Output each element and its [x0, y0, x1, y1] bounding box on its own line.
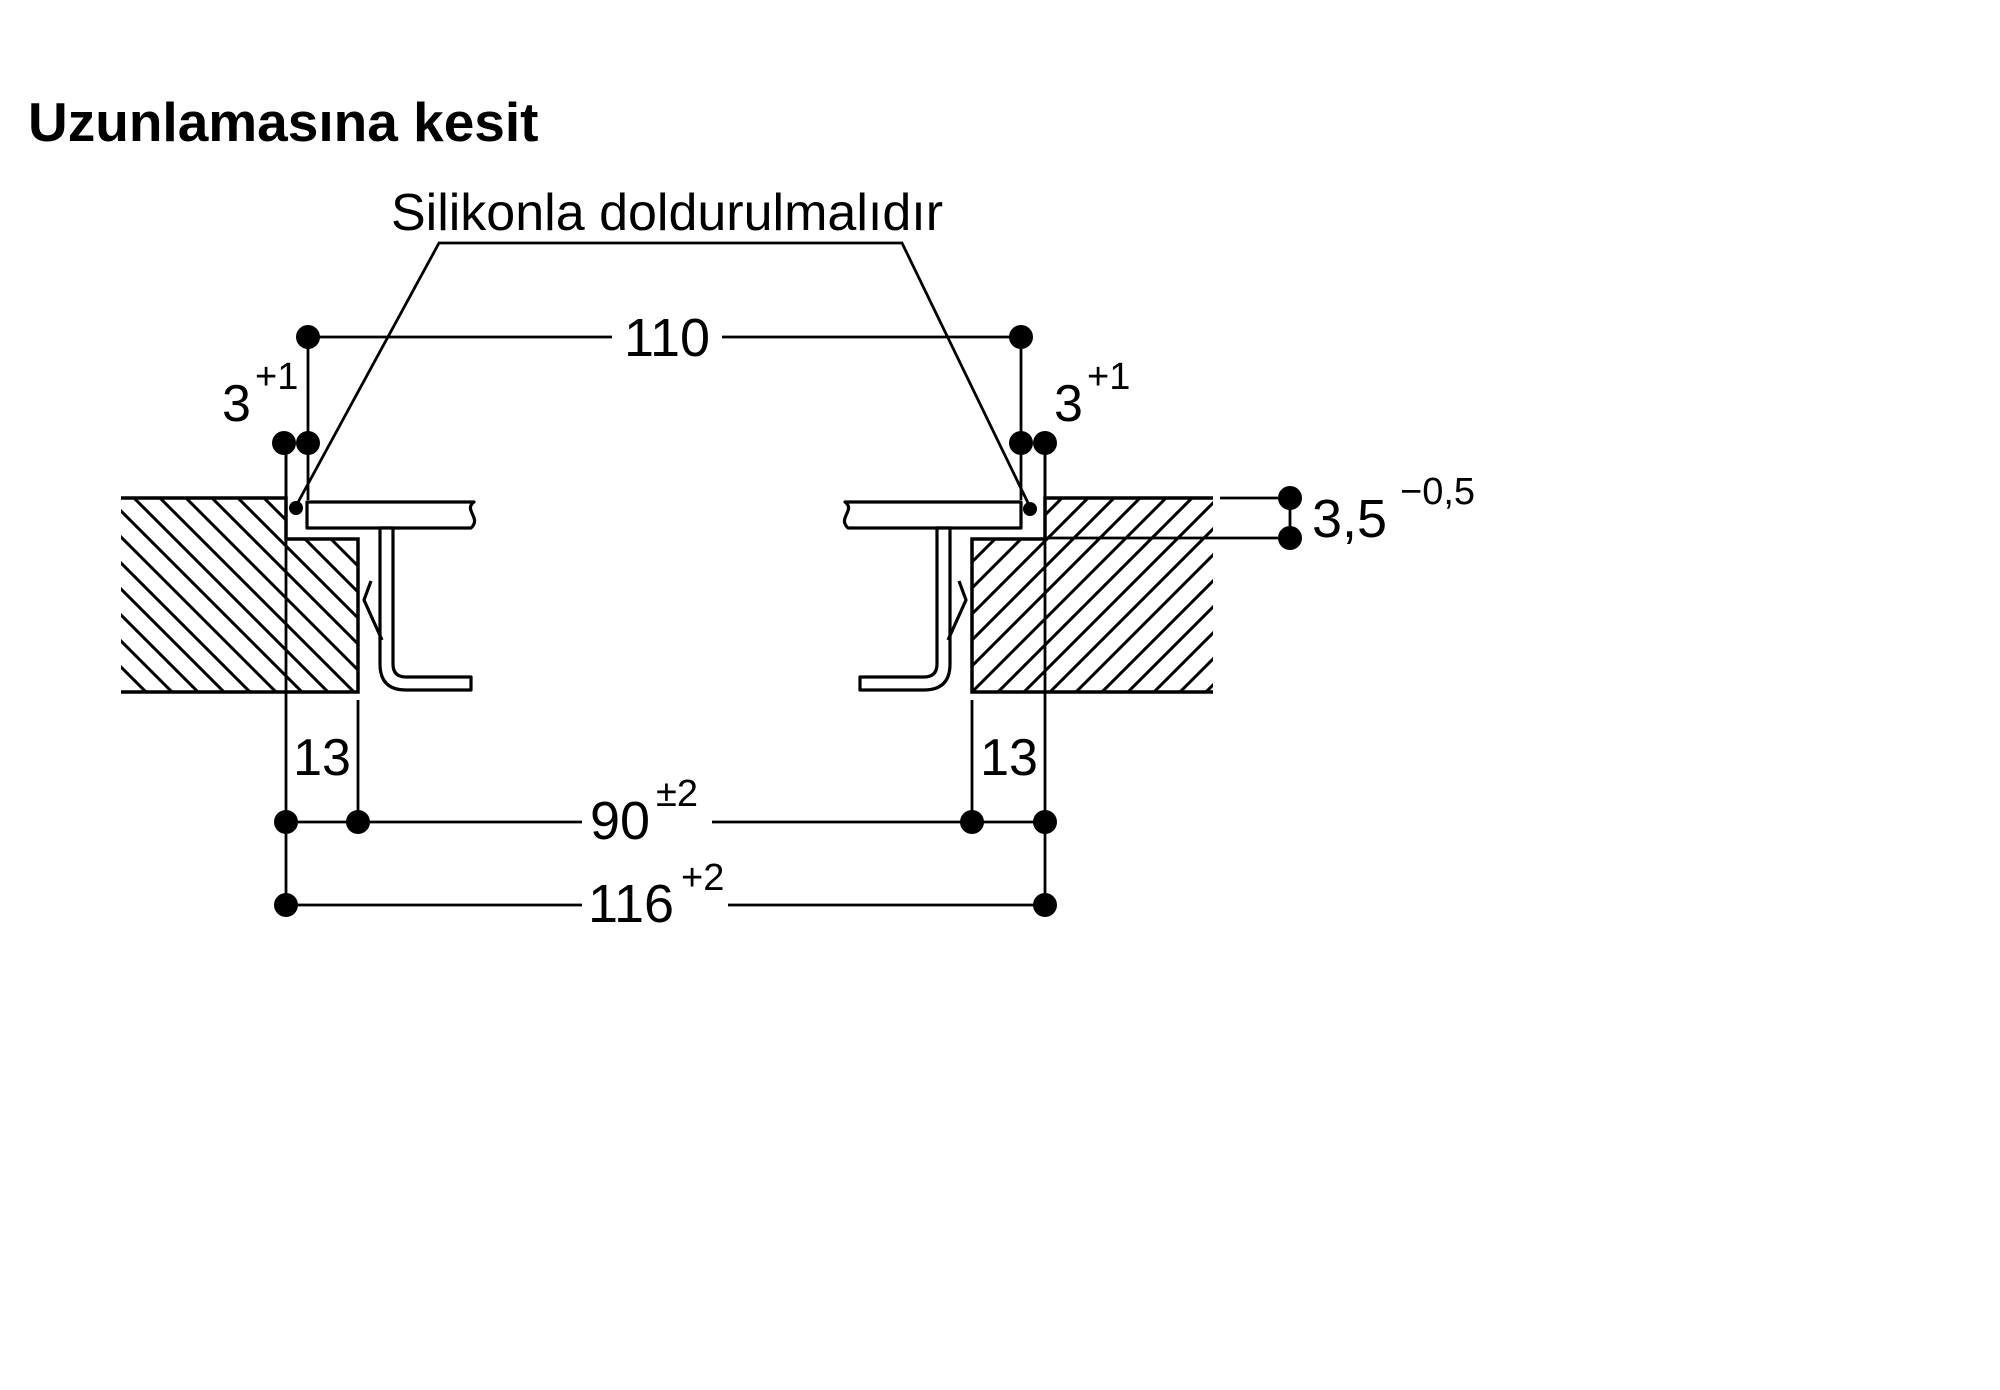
dim-116-value: 116	[588, 874, 674, 934]
dim-3-left-value: 3	[222, 375, 251, 433]
silicone-point-left	[289, 501, 303, 515]
dimension-3-5: 3,5 −0,5	[1045, 471, 1475, 550]
dim-dot	[1009, 431, 1033, 455]
silicone-leader: Silikonla doldurulmalıdır	[289, 184, 1037, 516]
worktop-left-section	[121, 496, 360, 694]
web-foot-left	[378, 526, 473, 692]
dim-3-right-tolerance: +1	[1087, 356, 1130, 398]
spring-clip-right	[946, 580, 968, 641]
worktop-right-hatch	[972, 498, 1213, 692]
dim-3-left-tolerance: +1	[255, 356, 298, 398]
worktop-left-hatch	[121, 498, 358, 692]
dim-dot	[274, 810, 298, 834]
dim-dot	[274, 893, 298, 917]
dim-3-right-value: 3	[1054, 375, 1083, 433]
appliance-profile-right	[842, 500, 1023, 692]
dim-dot	[1033, 810, 1057, 834]
worktop-right-section	[970, 496, 1213, 694]
dim-90-value: 90	[590, 791, 650, 851]
dim-110-label: 110	[624, 308, 710, 368]
dim-dot	[1278, 526, 1302, 550]
dimension-110: 110	[296, 308, 1033, 500]
dim-dot	[296, 325, 320, 349]
dim-dot	[296, 431, 320, 455]
page-title: Uzunlamasına kesit	[28, 91, 538, 153]
dim-13-right-value: 13	[980, 729, 1038, 787]
dimension-13-right: 13	[980, 729, 1038, 787]
dimension-13-left: 13	[293, 729, 351, 787]
appliance-profile-left	[305, 500, 477, 692]
flange-left	[305, 500, 477, 530]
dimension-3-left: 3 +1	[222, 356, 320, 496]
silicone-note-label: Silikonla doldurulmalıdır	[391, 184, 943, 242]
dim-116-tolerance: +2	[681, 857, 724, 899]
dim-dot	[1009, 325, 1033, 349]
dim-3-5-value: 3,5	[1312, 489, 1387, 549]
dimension-110-lines	[306, 335, 1023, 500]
dimension-3-right: 3 +1	[1009, 356, 1130, 496]
lower-extension-lines	[284, 443, 1047, 905]
dim-dot	[1033, 893, 1057, 917]
dim-90-tolerance: ±2	[656, 773, 698, 815]
dim-13-left-value: 13	[293, 729, 351, 787]
web-foot-right	[858, 526, 952, 692]
dimension-116: 116 +2	[274, 857, 1057, 934]
dim-dot	[272, 431, 296, 455]
worktop-left-outline	[121, 496, 360, 694]
dim-dot	[960, 810, 984, 834]
dim-dot	[346, 810, 370, 834]
leader-bracket-line	[294, 241, 1032, 508]
dim-dot	[1278, 486, 1302, 510]
dimension-90: 90 ±2	[274, 773, 1057, 851]
worktop-right-outline	[970, 496, 1213, 694]
dim-3-5-tolerance: −0,5	[1400, 471, 1475, 513]
flange-right	[842, 500, 1023, 530]
spring-clip-left	[362, 580, 384, 641]
silicone-point-right	[1023, 502, 1037, 516]
